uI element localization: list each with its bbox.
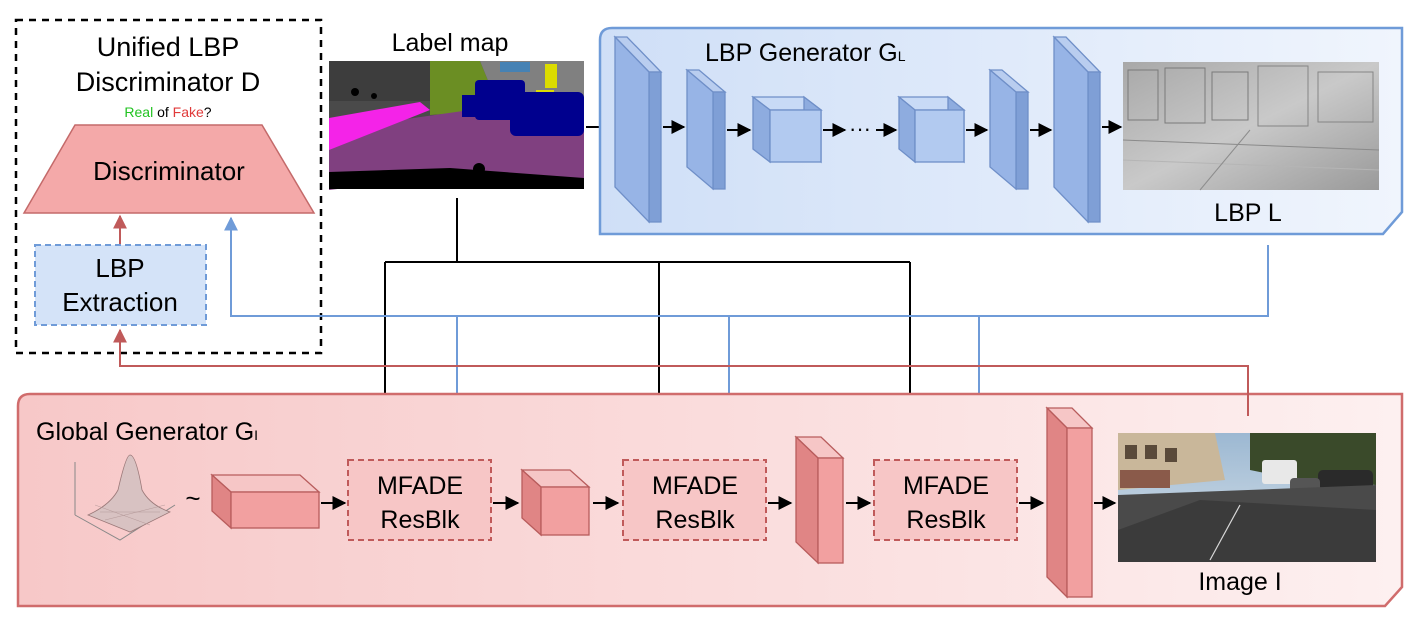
lbp-generator-title: LBP Generator GL [705, 39, 906, 67]
global-generator-title-text: Global Generator G [36, 418, 254, 446]
lbp-deconv-block [988, 68, 1030, 191]
resblk-label: ResBlk [906, 506, 986, 534]
mfade-resblk-box [347, 459, 492, 541]
lbp-to-discriminator-arrow [224, 216, 1269, 317]
real-or-fake-question: Real of Fake? [124, 104, 211, 120]
discriminator-title-line1: Unified LBP [97, 32, 240, 62]
lbp-output-label: LBP L [1214, 199, 1282, 227]
resblk-label: ResBlk [655, 506, 735, 534]
global-initial-block [210, 473, 321, 530]
lbp-residual-cube [751, 95, 823, 164]
label-map-group: Label map [329, 29, 614, 190]
global-generator-title-subscript: I [254, 427, 258, 443]
lbp-generator-panel: LBP Generator GL ··· [598, 26, 1404, 236]
discriminator-label: Discriminator [93, 156, 245, 186]
lbp-output-image [1122, 62, 1380, 191]
lbp-extraction-box [34, 244, 207, 326]
lbp-conv-block [613, 35, 663, 224]
lbp-deconv-block [1052, 35, 1102, 224]
lbp-ellipsis: ··· [849, 116, 871, 141]
question-mark: ? [204, 104, 212, 120]
sample-tilde: ~ [185, 483, 200, 513]
discriminator-panel: Unified LBP Discriminator D Real of Fake… [14, 18, 323, 355]
global-mid-block [794, 435, 845, 565]
label-map-image [329, 61, 584, 190]
mfade-resblk-box [873, 459, 1018, 541]
label-map-title: Label map [392, 29, 509, 57]
mfade-resblk-3: MFADE ResBlk [873, 459, 1018, 541]
mfade-label: MFADE [652, 472, 738, 500]
of-label: of [153, 104, 172, 120]
lbp-residual-cube [897, 95, 966, 164]
global-final-block [1045, 406, 1094, 599]
global-generator-panel: Global Generator GI ~ MFADE ResBlk [16, 392, 1404, 608]
discriminator-trapezoid [22, 124, 316, 214]
discriminator-panel-border [14, 18, 323, 355]
output-image [1118, 433, 1376, 562]
lbp-conv-block [685, 68, 727, 191]
lbp-extraction-line2: Extraction [62, 287, 178, 317]
mfade-label: MFADE [903, 472, 989, 500]
real-label: Real [124, 104, 153, 120]
mfade-resblk-box [622, 459, 767, 541]
fake-label: Fake [173, 104, 204, 120]
mfade-resblk-2: MFADE ResBlk [622, 459, 767, 541]
gaussian-noise-plot [74, 454, 176, 541]
resblk-label: ResBlk [380, 506, 460, 534]
discriminator-title-line2: Discriminator D [76, 67, 261, 97]
global-generator-title: Global Generator GI [36, 418, 258, 446]
global-mid-cube [520, 468, 591, 537]
lbp-generator-title-text: LBP Generator G [705, 39, 898, 67]
mfade-label: MFADE [377, 472, 463, 500]
mfade-resblk-1: MFADE ResBlk [347, 459, 492, 541]
lbp-extraction-line1: LBP [95, 253, 144, 283]
image-to-lbp-extraction-arrow [113, 328, 1249, 416]
lbp-generator-title-subscript: L [898, 48, 906, 64]
output-image-label: Image I [1198, 568, 1281, 596]
